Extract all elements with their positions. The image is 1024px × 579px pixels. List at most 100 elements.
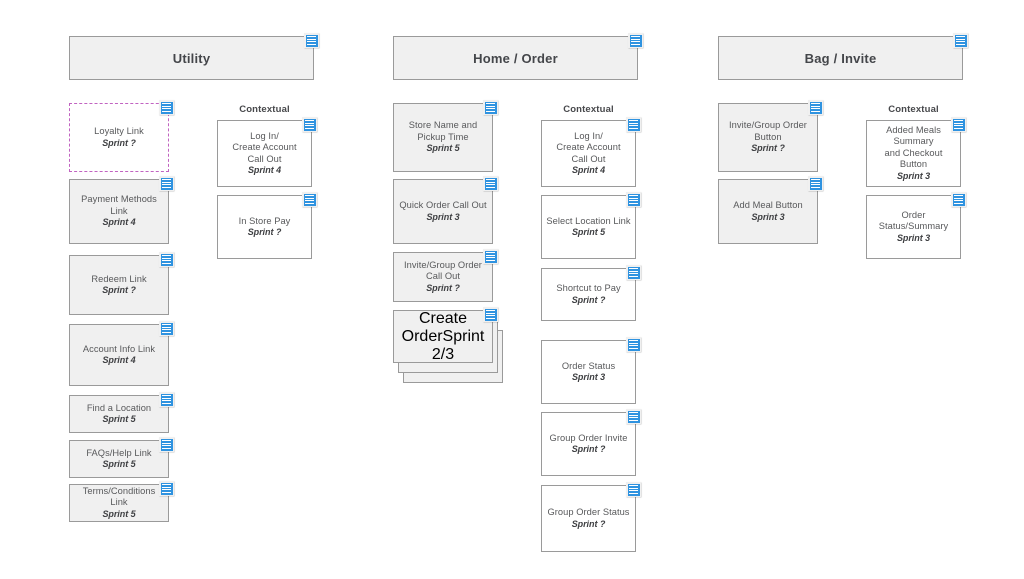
note-badge-icon[interactable] (626, 265, 641, 280)
note-badge-icon[interactable] (626, 409, 641, 424)
note-badge-icon[interactable] (953, 33, 968, 48)
note-badge-icon[interactable] (951, 192, 966, 207)
note-lines-glyph (627, 483, 640, 496)
note-badge-icon[interactable] (483, 307, 498, 322)
note-badge-icon[interactable] (159, 176, 174, 191)
note-badge-icon[interactable] (159, 481, 174, 496)
card-title-line: Added Meals Summary (886, 124, 941, 147)
note-badge-icon[interactable] (159, 392, 174, 407)
note-badge-icon[interactable] (159, 321, 174, 336)
card-title-line: Log In/ (574, 130, 603, 141)
card-sprint-label: Sprint 5 (102, 459, 136, 469)
card-sprint-label: Sprint 3 (571, 372, 606, 382)
note-lines-glyph (627, 118, 640, 131)
note-badge-icon[interactable] (304, 33, 319, 48)
note-lines-glyph (303, 193, 316, 206)
stacked-card[interactable]: Create OrderSprint 2/3 (393, 310, 503, 383)
card-title-line: Find a Location (86, 402, 152, 413)
card-sprint-label: Sprint ? (102, 137, 136, 148)
column-header-utility[interactable]: Utility (69, 36, 314, 80)
note-badge-icon[interactable] (626, 337, 641, 352)
card-title-line: and Checkout Button (884, 147, 943, 170)
column-header-label: Utility (172, 50, 211, 66)
card-sprint-label: Sprint ? (571, 294, 606, 305)
note-badge-icon[interactable] (159, 100, 174, 115)
note-lines-glyph (160, 393, 173, 406)
card-sprint-label: Sprint 5 (102, 508, 136, 519)
note-lines-glyph (484, 177, 497, 190)
note-lines-glyph (160, 177, 173, 190)
card-title-line: Order Status (561, 360, 616, 371)
card-title-line: Invite/Group Order (404, 259, 482, 270)
note-badge-icon[interactable] (302, 117, 317, 132)
card-sprint-label: Sprint ? (571, 444, 606, 454)
card-title-line: Call Out (571, 153, 606, 164)
note-badge-icon[interactable] (808, 100, 823, 115)
note-badge-icon[interactable] (159, 437, 174, 452)
note-badge-icon[interactable] (626, 117, 641, 132)
note-badge-icon[interactable] (159, 252, 174, 267)
note-badge-icon[interactable] (626, 192, 641, 207)
note-lines-glyph (160, 322, 173, 335)
note-badge-icon[interactable] (483, 100, 498, 115)
card-title-line: Select Location Link (546, 215, 631, 226)
card-title-line: In Store Pay (238, 215, 291, 226)
note-lines-glyph (484, 250, 497, 263)
note-badge-icon[interactable] (808, 176, 823, 191)
column-header-label: Home / Order (473, 50, 558, 66)
card-sprint-label: Sprint ? (571, 518, 606, 529)
card-title-line: Account Info Link (82, 343, 156, 354)
card-sprint-label: Sprint 3 (896, 170, 931, 181)
note-lines-glyph (952, 118, 965, 131)
column-header-home-order[interactable]: Home / Order (393, 36, 638, 80)
note-lines-glyph (305, 34, 318, 47)
stacked-card-sheet[interactable]: Create OrderSprint 2/3 (393, 310, 493, 363)
note-badge-icon[interactable] (951, 117, 966, 132)
card-sprint-label: Sprint 4 (247, 165, 282, 175)
note-badge-icon[interactable] (626, 482, 641, 497)
note-badge-icon[interactable] (483, 249, 498, 264)
note-badge-icon[interactable] (628, 33, 643, 48)
column-header-bag-invite[interactable]: Bag / Invite (718, 36, 963, 80)
card-sprint-label: Sprint 5 (571, 227, 606, 237)
card-title-line: Order Status/Summary (878, 209, 949, 232)
note-badge-icon[interactable] (483, 176, 498, 191)
note-badge-icon[interactable] (302, 192, 317, 207)
note-lines-glyph (627, 410, 640, 423)
card-title-line: Create Order (401, 309, 468, 345)
card-title-line: Button (754, 131, 782, 142)
card-sprint-label: Sprint 3 (896, 232, 931, 243)
card-sprint-label: Sprint 2/3 (431, 327, 485, 363)
card-sprint-label: Sprint ? (751, 143, 785, 154)
card-title-line: Pickup Time (417, 131, 469, 142)
